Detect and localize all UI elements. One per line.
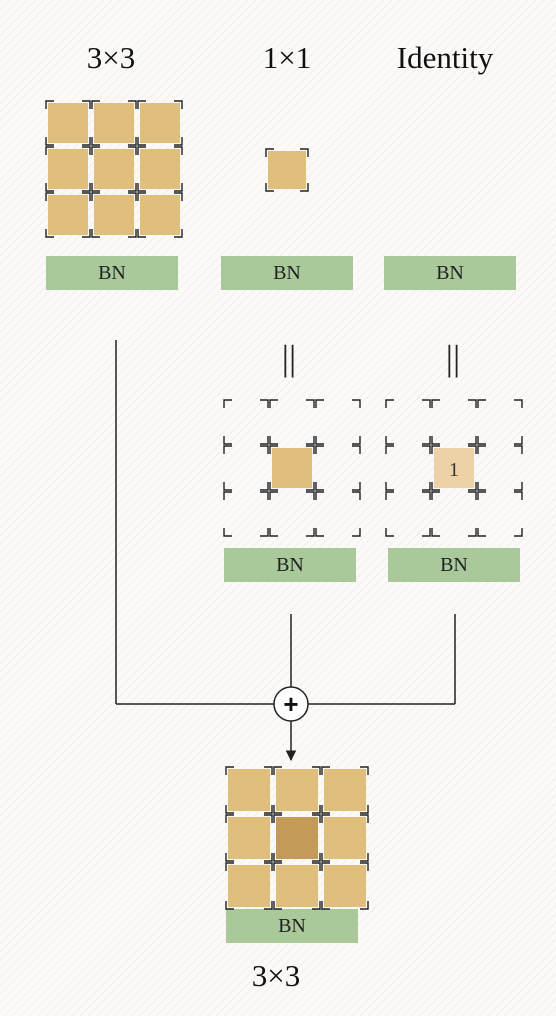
kernel-3x3-cell-0-1 bbox=[91, 100, 137, 146]
kernel-identity-padded-cell-1-0 bbox=[385, 445, 431, 491]
title-identity: Identity bbox=[396, 40, 494, 75]
kernel-1x1-padded-cell-1-0 bbox=[223, 445, 269, 491]
kernel-1x1-padded-cell-0-1 bbox=[269, 399, 315, 445]
kernel-3x3 bbox=[45, 100, 183, 238]
bn-box-3x3: BN bbox=[46, 256, 178, 290]
add-node bbox=[273, 686, 309, 722]
kernel-output-3x3-cell-2-1 bbox=[273, 862, 321, 910]
kernel-1x1 bbox=[265, 148, 309, 192]
kernel-3x3-cell-0-2 bbox=[137, 100, 183, 146]
kernel-3x3-cell-1-1 bbox=[91, 146, 137, 192]
kernel-3x3-cell-1-0 bbox=[45, 146, 91, 192]
kernel-output-3x3-cell-1-0 bbox=[225, 814, 273, 862]
kernel-3x3-cell-2-0 bbox=[45, 192, 91, 238]
plus-symbol: + bbox=[283, 689, 298, 719]
kernel-1x1-padded-cell-0-0 bbox=[223, 399, 269, 445]
kernel-output-3x3-cell-0-2 bbox=[321, 766, 369, 814]
kernel-1x1-padded bbox=[223, 399, 361, 537]
title-output-3x3: 3×3 bbox=[251, 958, 301, 993]
kernel-1x1-padded-cell-1-1 bbox=[269, 445, 315, 491]
kernel-output-3x3-cell-0-0 bbox=[225, 766, 273, 814]
kernel-identity-padded-cell-0-0 bbox=[385, 399, 431, 445]
kernel-output-3x3-cell-2-2 bbox=[321, 862, 369, 910]
kernel-1x1-cell bbox=[265, 148, 309, 192]
kernel-output-3x3-cell-0-1 bbox=[273, 766, 321, 814]
kernel-3x3-cell-1-2 bbox=[137, 146, 183, 192]
bn-box-output: BN bbox=[226, 909, 358, 943]
equals-sign-identity: || bbox=[446, 338, 460, 378]
bn-box-1x1-padded: BN bbox=[224, 548, 356, 582]
identity-kernel-value: 1 bbox=[449, 459, 459, 481]
kernel-identity-padded-cell-2-2 bbox=[477, 491, 523, 537]
title-3x3: 3×3 bbox=[86, 40, 136, 75]
kernel-identity-padded-cell-2-1 bbox=[431, 491, 477, 537]
kernel-1x1-padded-cell-0-2 bbox=[315, 399, 361, 445]
kernel-1x1-padded-cell-2-2 bbox=[315, 491, 361, 537]
kernel-identity-padded-cell-0-2 bbox=[477, 399, 523, 445]
bn-box-identity-padded: BN bbox=[388, 548, 520, 582]
kernel-identity-padded: 1 bbox=[385, 399, 523, 537]
kernel-identity-padded-cell-0-1 bbox=[431, 399, 477, 445]
kernel-1x1-padded-cell-2-1 bbox=[269, 491, 315, 537]
kernel-3x3-cell-2-2 bbox=[137, 192, 183, 238]
kernel-output-3x3-cell-1-2 bbox=[321, 814, 369, 862]
kernel-3x3-cell-0-0 bbox=[45, 100, 91, 146]
equals-sign-1x1: || bbox=[282, 338, 296, 378]
title-1x1: 1×1 bbox=[262, 40, 312, 75]
kernel-identity-padded-cell-1-1 bbox=[431, 445, 477, 491]
kernel-output-3x3-cell-2-0 bbox=[225, 862, 273, 910]
kernel-1x1-padded-cell-1-2 bbox=[315, 445, 361, 491]
bn-box-identity: BN bbox=[384, 256, 516, 290]
kernel-identity-padded-cell-2-0 bbox=[385, 491, 431, 537]
bn-box-1x1: BN bbox=[221, 256, 353, 290]
kernel-output-3x3 bbox=[225, 766, 369, 910]
kernel-3x3-cell-2-1 bbox=[91, 192, 137, 238]
kernel-1x1-padded-cell-2-0 bbox=[223, 491, 269, 537]
kernel-identity-padded-cell-1-2 bbox=[477, 445, 523, 491]
kernel-output-3x3-cell-1-1 bbox=[273, 814, 321, 862]
